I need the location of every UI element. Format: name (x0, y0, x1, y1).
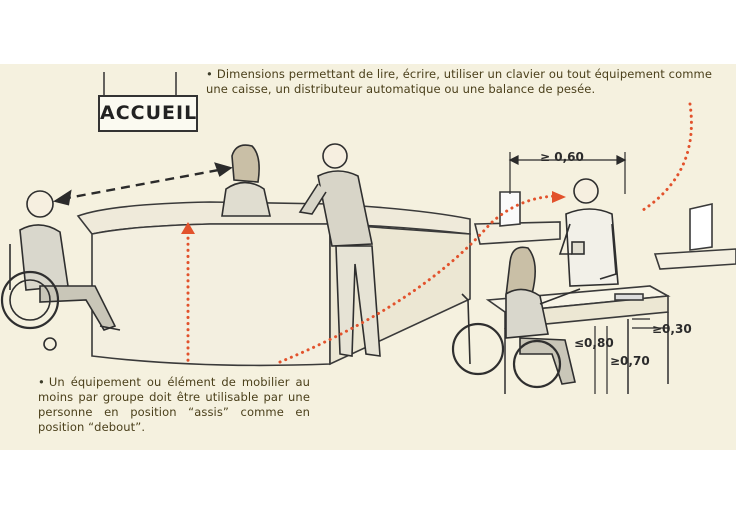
top-annotation-text: Dimensions permettant de lire, écrire, u… (206, 67, 712, 96)
bottom-annotation-text: Un équipement ou élément de mobilier au … (38, 375, 310, 434)
red-dotted-pointers (186, 102, 693, 366)
dimension-depth-label: ≥0,30 (652, 322, 692, 336)
red-arrowheads (181, 191, 566, 234)
receptionist-figure (221, 144, 271, 217)
back-counter (473, 191, 736, 270)
dimension-width-label: ≥ 0,60 (540, 150, 584, 164)
dimension-knee-label: ≥0,70 (610, 354, 650, 368)
wheelchair-user-left (0, 190, 121, 351)
dimension-height-label: ≤0,80 (574, 336, 614, 350)
accueil-sign: ACCUEIL (98, 95, 198, 132)
reception-counter (76, 201, 471, 367)
bullet-marker: • (206, 67, 213, 81)
dimension-lines (508, 152, 668, 394)
top-annotation: •Dimensions permettant de lire, écrire, … (206, 67, 726, 97)
wheelchair-user-right (451, 246, 581, 389)
sign-hanger (103, 72, 177, 95)
standing-man-figure (298, 143, 381, 357)
bullet-marker: • (38, 375, 45, 389)
staff-member-figure (558, 178, 619, 287)
bottom-annotation: •Un équipement ou élément de mobilier au… (38, 375, 310, 435)
illustration-panel: ACCUEIL •Dimensions permettant de lire, … (0, 64, 736, 450)
sight-line-arrow (53, 162, 233, 206)
reception-scene-drawing (0, 72, 736, 394)
